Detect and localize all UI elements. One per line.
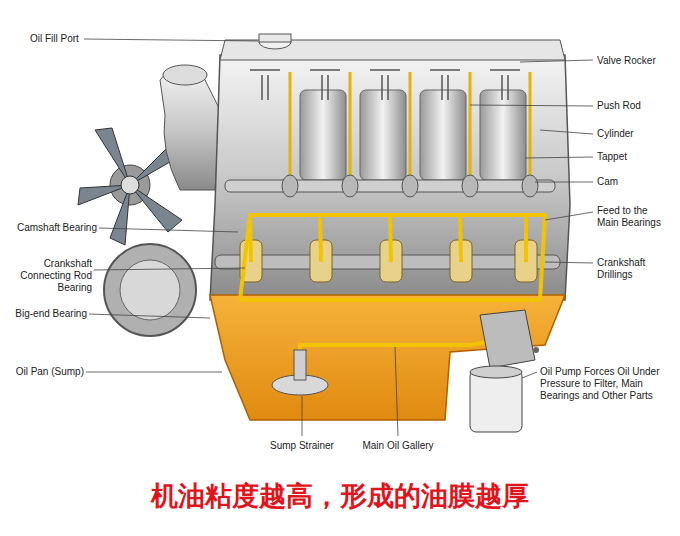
part-label: Cylinder — [597, 128, 677, 140]
part-label: Crankshaft Drillings — [597, 257, 667, 281]
part-label: Crankshaft Connecting Rod Bearing — [12, 258, 92, 294]
part-label: Feed to the Main Bearings — [597, 205, 667, 229]
leader-lines — [84, 39, 593, 436]
part-label: Tappet — [597, 151, 677, 163]
part-label: Oil Fill Port — [30, 33, 110, 45]
part-label: Push Rod — [597, 100, 677, 112]
part-label: Oil Pump Forces Oil Under Pressure to Fi… — [540, 366, 672, 402]
part-label: Big-end Bearing — [15, 308, 87, 320]
part-label: Valve Rocker — [597, 55, 677, 67]
cylinders — [300, 90, 526, 180]
part-label: Oil Pan (Sump) — [10, 366, 84, 378]
caption: 机油粘度越高，形成的油膜越厚 — [0, 478, 680, 514]
oil-pump — [470, 310, 539, 432]
part-label: Camshaft Bearing — [15, 222, 97, 234]
part-label: Main Oil Gallery — [338, 440, 458, 452]
part-label: Cam — [597, 176, 677, 188]
part-label: Sump Strainer — [252, 440, 352, 452]
